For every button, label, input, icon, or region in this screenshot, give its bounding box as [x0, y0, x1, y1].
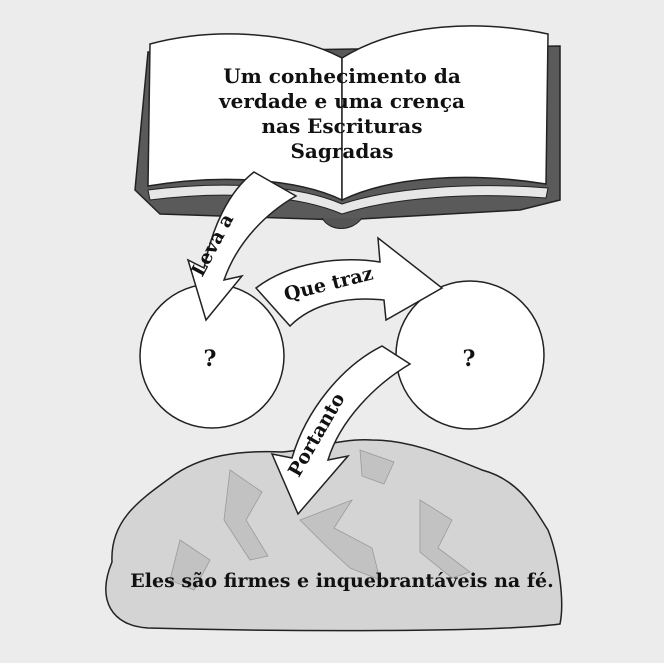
book-text-line-2: verdade e uma crença	[218, 89, 465, 113]
book: Um conhecimento da verdade e uma crença …	[134, 25, 561, 229]
arrow-which-brings: Que traz	[254, 236, 444, 328]
book-text-line-3: nas Escrituras	[261, 114, 422, 138]
circle-left: ?	[139, 283, 285, 429]
book-text-line-4: Sagradas	[290, 139, 393, 163]
circle-right-question: ?	[463, 346, 476, 372]
circle-right: ?	[395, 280, 545, 430]
rock: Eles são firmes e inquebrantáveis na fé.	[105, 439, 563, 632]
book-text: Um conhecimento da verdade e uma crença …	[218, 64, 465, 163]
circle-left-question: ?	[204, 346, 217, 372]
rock-text: Eles são firmes e inquebrantáveis na fé.	[130, 570, 553, 592]
rock-cracks	[169, 449, 471, 591]
book-text-line-1: Um conhecimento da	[223, 64, 461, 88]
